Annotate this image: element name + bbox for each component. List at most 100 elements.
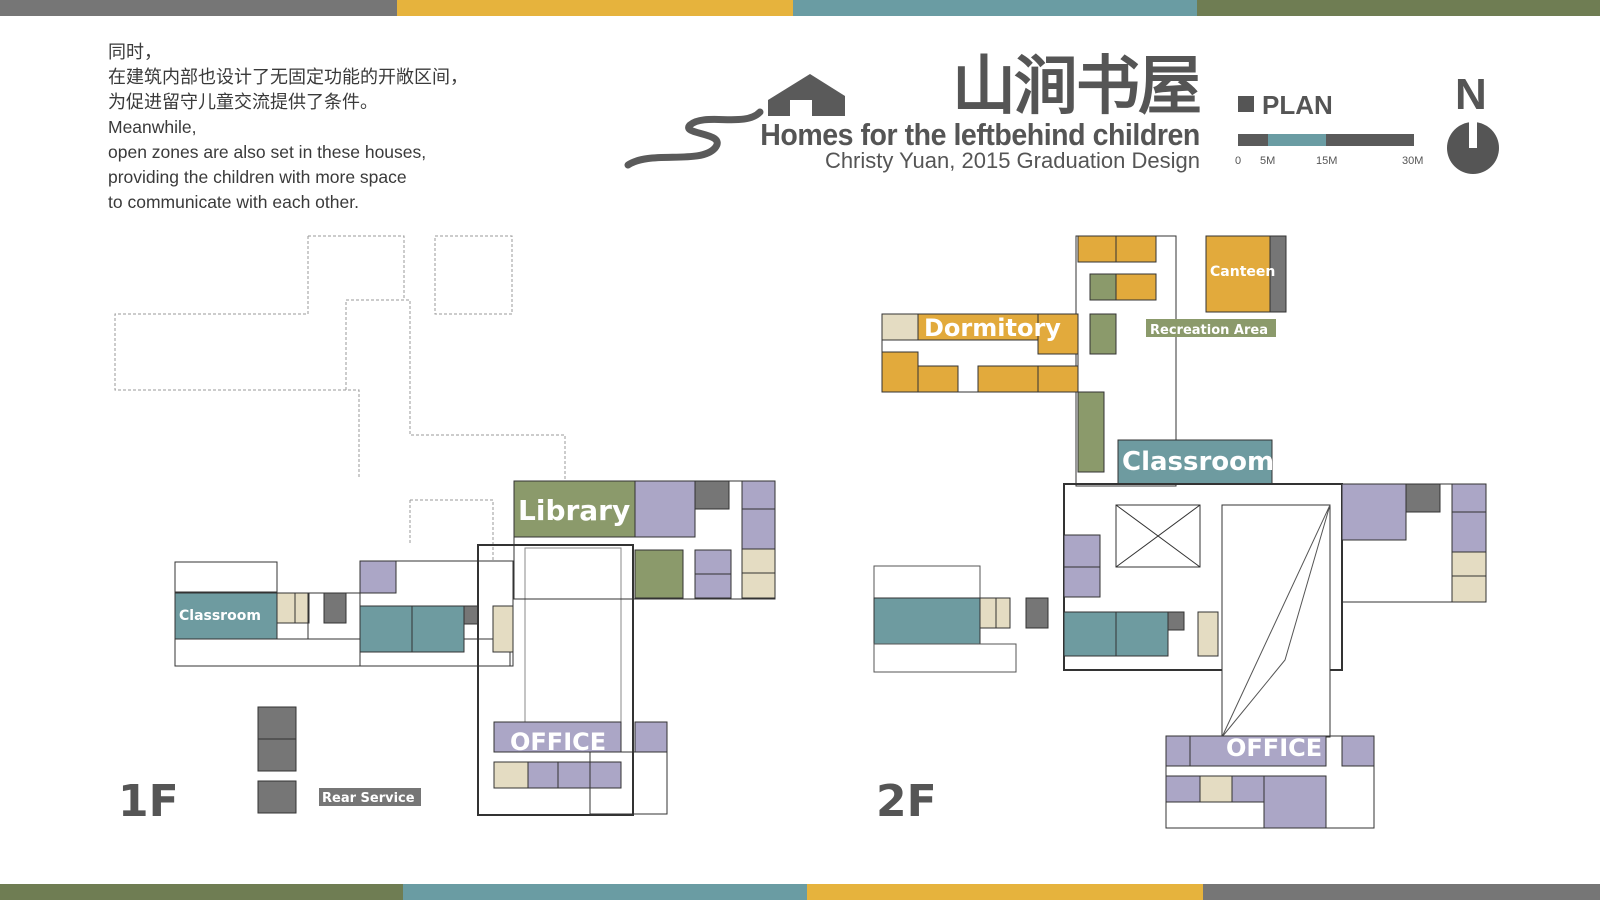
rear-service-room xyxy=(257,738,297,772)
intro-zh-line: 同时， xyxy=(108,42,162,63)
office-room xyxy=(741,508,776,550)
classroom-label-1f: Classroom xyxy=(179,608,261,624)
scale-label: 0 xyxy=(1235,155,1242,167)
toilet-room xyxy=(741,572,776,599)
classroom-room xyxy=(1063,611,1117,657)
dorm-room xyxy=(881,351,919,393)
dorm-room xyxy=(977,365,1039,393)
library-label: Library xyxy=(518,494,630,527)
classroom-room xyxy=(1115,611,1169,657)
floor-1-plan xyxy=(114,235,776,816)
toilet-room xyxy=(493,761,529,789)
bar-segment-gray xyxy=(1203,884,1600,900)
office-room xyxy=(1165,775,1201,803)
top-color-bar xyxy=(0,0,1600,16)
title-block: 山涧书屋 Homes for the leftbehind children C… xyxy=(620,50,1202,173)
scale-bar xyxy=(1238,134,1414,146)
intro-en-line: Meanwhile, xyxy=(108,117,197,137)
courtyard-outline xyxy=(477,544,634,816)
house-icon xyxy=(768,74,845,116)
bar-segment-teal xyxy=(793,0,1197,16)
dorm-room xyxy=(1115,273,1157,301)
toilet-room xyxy=(1197,611,1219,657)
atrium-cross xyxy=(1115,504,1201,568)
canteen-label: Canteen xyxy=(1210,264,1275,280)
office-label-2f: OFFICE xyxy=(1226,734,1322,762)
office-room xyxy=(1189,735,1327,767)
library-annex-room xyxy=(634,549,684,599)
service-room xyxy=(323,592,347,624)
bar-segment-gray xyxy=(0,0,397,16)
office-room xyxy=(1341,735,1375,767)
service-room xyxy=(463,605,479,625)
toilet-room xyxy=(1451,551,1487,577)
scale-label: 30M xyxy=(1402,155,1424,167)
title-subtitle: Christy Yuan, 2015 Graduation Design xyxy=(824,148,1200,173)
room-outline xyxy=(873,565,981,599)
intro-text: 同时， 在建筑内部也设计了无固定功能的开敞区间， 为促进留守儿童交流提供了条件。… xyxy=(108,40,568,215)
bar-segment-olive xyxy=(0,884,403,900)
office-room xyxy=(527,761,559,789)
office-room xyxy=(1165,735,1191,767)
wing-outline xyxy=(589,751,668,815)
rear-service-room xyxy=(257,780,297,814)
title-cn: 山涧书屋 xyxy=(952,50,1202,124)
toilet-room xyxy=(881,313,919,341)
dormitory-label: Dormitory xyxy=(924,314,1061,342)
bar-segment-yellow xyxy=(807,884,1203,900)
wing-outline xyxy=(1075,235,1177,487)
bar-segment-olive xyxy=(1197,0,1600,16)
toilet-room xyxy=(1199,775,1233,803)
bar-segment-yellow xyxy=(397,0,793,16)
plan-label: PLAN xyxy=(1262,90,1333,120)
dorm-room xyxy=(1037,365,1079,393)
courtyard xyxy=(524,547,622,723)
classroom-label-2f: Classroom xyxy=(1122,447,1274,477)
classroom-room xyxy=(1117,439,1273,485)
office-room xyxy=(1341,483,1407,541)
floor-2-plan xyxy=(873,235,1487,829)
office-room xyxy=(1231,775,1265,803)
north-label: N xyxy=(1455,70,1487,119)
classroom-room xyxy=(873,597,981,645)
service-room xyxy=(1025,597,1049,629)
dorm-room xyxy=(917,365,959,393)
rear-service-room xyxy=(257,706,297,740)
floor-2-label: 2F xyxy=(876,776,937,827)
intro-zh-line: 为促进留守儿童交流提供了条件。 xyxy=(108,92,378,113)
service-room xyxy=(694,480,730,510)
classroom-room xyxy=(411,605,465,653)
toilet-room xyxy=(979,597,997,629)
recreation-room xyxy=(1089,313,1117,355)
recreation-room xyxy=(1089,273,1117,301)
office-room xyxy=(1063,534,1101,568)
wing-outline xyxy=(1341,483,1487,603)
dorm-room xyxy=(1115,235,1157,263)
service-room xyxy=(1405,483,1441,513)
office-room xyxy=(1263,775,1327,829)
toilet-room xyxy=(276,592,296,624)
intro-zh-line: 在建筑内部也设计了无固定功能的开敞区间， xyxy=(108,67,468,88)
wing-outline xyxy=(359,560,514,667)
toilet-room xyxy=(492,605,514,653)
recreation-label-bg xyxy=(1146,319,1276,337)
rear-service-label: Rear Service xyxy=(322,791,415,806)
recreation-label: Recreation Area xyxy=(1150,323,1268,338)
dorm-room xyxy=(1077,235,1117,263)
house-door-icon xyxy=(790,100,812,116)
office-room xyxy=(694,573,732,599)
plan-square-icon xyxy=(1238,96,1254,112)
room-outline xyxy=(873,643,1017,673)
road-line-icon xyxy=(624,108,764,169)
dorm-room xyxy=(1037,313,1079,355)
intro-en-line: providing the children with more space xyxy=(108,167,407,187)
upper-floor-outline xyxy=(114,235,566,560)
bar-segment-teal xyxy=(403,884,807,900)
scale-label: 15M xyxy=(1316,155,1338,167)
toilet-room xyxy=(741,548,776,574)
service-room xyxy=(1167,611,1185,631)
roof-lines xyxy=(1221,504,1331,738)
intro-en-line: to communicate with each other. xyxy=(108,192,359,212)
toilet-room xyxy=(995,597,1011,629)
